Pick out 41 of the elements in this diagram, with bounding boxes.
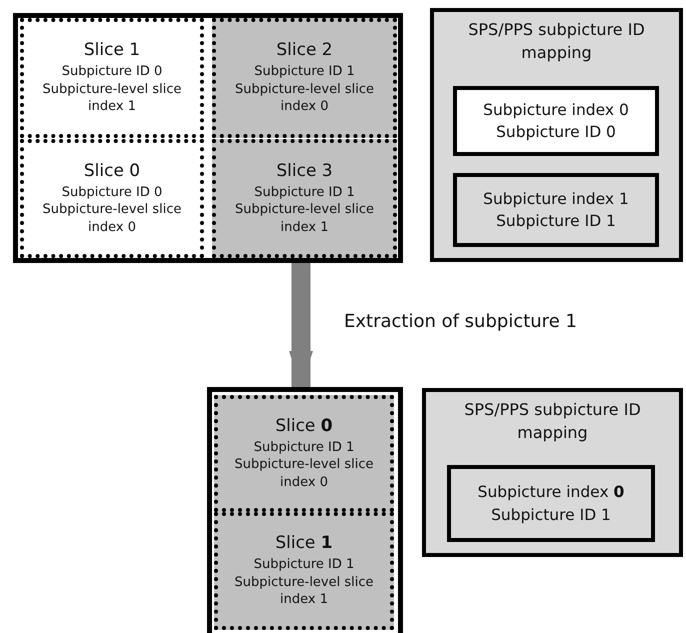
slice-detail: Subpicture-level slice index 0 bbox=[234, 80, 376, 116]
slice-detail: Subpicture-level slice index 1 bbox=[41, 80, 183, 116]
slice-detail: Subpicture-level slice index 1 bbox=[234, 201, 376, 236]
panel-title: SPS/PPS subpicture ID mapping bbox=[463, 399, 642, 444]
slice-title: Slice 0 bbox=[275, 416, 333, 436]
slice-detail: Subpicture ID 0 bbox=[62, 184, 162, 202]
slice-title: Slice 3 bbox=[276, 160, 333, 181]
slice-title: Slice 0 bbox=[84, 160, 140, 181]
slice-title: Slice 2 bbox=[276, 40, 333, 60]
slice-detail: Subpicture-level slice index 0 bbox=[233, 456, 375, 492]
slice-box bbox=[20, 18, 204, 138]
slice-detail: Subpicture ID 0 bbox=[62, 63, 162, 81]
edge-label: Extraction of subpicture 1 bbox=[344, 311, 577, 332]
mapping-entry-box bbox=[453, 173, 659, 247]
entry-text: Subpicture index 0 bbox=[478, 482, 624, 504]
slice-box bbox=[212, 139, 397, 258]
slice-box bbox=[214, 395, 394, 512]
slice-detail: Subpicture ID 1 bbox=[254, 556, 354, 574]
slice-box bbox=[212, 18, 397, 138]
mapping-panel bbox=[430, 8, 683, 262]
picture-frame bbox=[13, 13, 403, 263]
slice-detail: Subpicture ID 1 bbox=[254, 438, 354, 456]
mapping-entry-box bbox=[453, 86, 659, 156]
slice-box bbox=[20, 139, 204, 258]
mapping-entry-box bbox=[447, 465, 655, 542]
entry-text: Subpicture index 1 bbox=[483, 188, 629, 210]
slice-detail: Subpicture-level slice index 0 bbox=[41, 201, 183, 236]
entry-text: Subpicture ID 0 bbox=[496, 122, 616, 143]
slice-title: Slice 1 bbox=[275, 533, 333, 554]
block-arrow bbox=[289, 263, 313, 387]
panel-title: SPS/PPS subpicture ID mapping bbox=[467, 19, 646, 64]
slice-box bbox=[214, 512, 394, 630]
slice-detail: Subpicture ID 1 bbox=[254, 184, 355, 202]
mapping-panel bbox=[422, 388, 683, 557]
slice-title: Slice 1 bbox=[84, 40, 140, 60]
slice-detail: Subpicture-level slice index 1 bbox=[233, 574, 375, 609]
entry-text: Subpicture ID 1 bbox=[491, 504, 611, 526]
picture-frame bbox=[207, 387, 403, 633]
entry-text: Subpicture index 0 bbox=[483, 100, 629, 121]
slice-detail: Subpicture ID 1 bbox=[254, 63, 355, 81]
entry-text: Subpicture ID 1 bbox=[496, 211, 616, 232]
